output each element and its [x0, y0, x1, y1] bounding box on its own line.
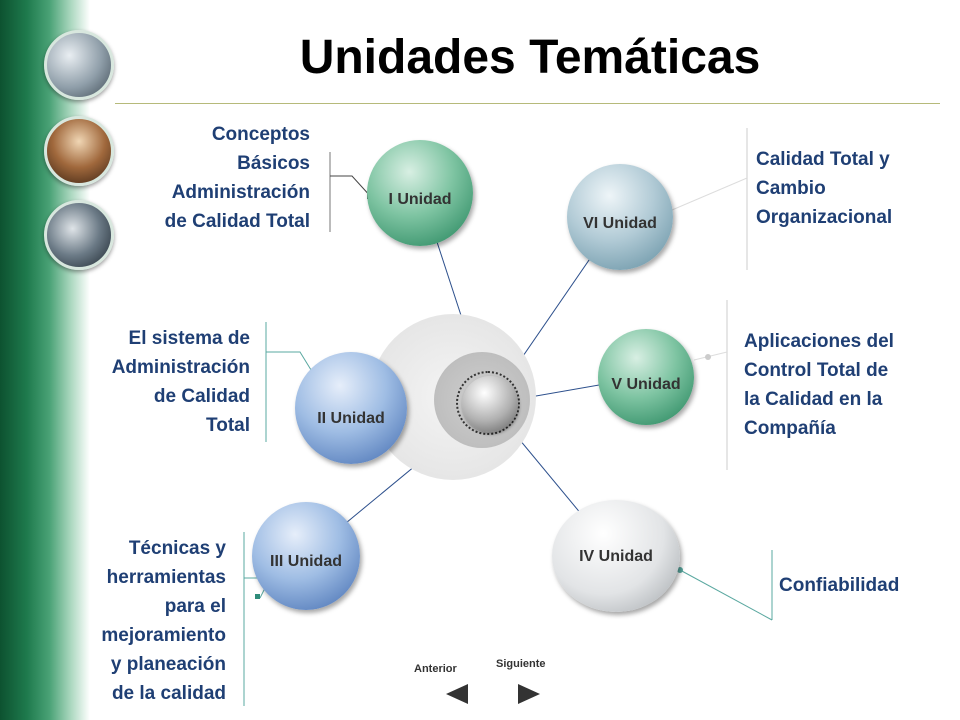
topic-line: de la calidad [111, 683, 226, 704]
title-divider [115, 103, 940, 104]
topic-line: Administración [111, 357, 250, 378]
next-label: Siguiente [496, 658, 546, 670]
page-title: Unidades Temáticas [299, 31, 761, 84]
topic-line: Administración [171, 182, 310, 203]
thumbnail-photo-1 [44, 30, 114, 100]
topic-line: para el [164, 596, 226, 617]
unit-3-label: III Unidad [270, 553, 342, 570]
unit-5-label: V Unidad [611, 376, 681, 393]
topic-line: Cambio [756, 178, 826, 199]
topic-line: Compañía [744, 418, 836, 439]
thumbnail-photo-3 [44, 200, 114, 270]
topic-line: de Calidad Total [164, 211, 310, 232]
unit-4-label: IV Unidad [579, 548, 653, 565]
prev-label: Anterior [414, 663, 457, 675]
unit-1-label: I Unidad [388, 191, 452, 208]
topic-line: Total [206, 415, 250, 436]
unit-6-label: VI Unidad [583, 215, 657, 232]
topic-unit-4: Confiabilidad [779, 571, 949, 600]
prev-arrow-icon[interactable] [446, 684, 468, 704]
unit-5-circle[interactable]: V Unidad [598, 329, 694, 425]
topic-line: Organizacional [756, 207, 893, 228]
topic-unit-2: El sistema de Administración de Calidad … [50, 324, 250, 440]
hub-sphere [462, 376, 518, 432]
thumbnail-photo-2 [44, 116, 114, 186]
next-arrow-icon[interactable] [518, 684, 540, 704]
topic-line: la Calidad en la [744, 389, 883, 410]
unit-2-circle[interactable]: II Unidad [295, 352, 407, 464]
topic-line: Técnicas y [128, 538, 226, 559]
topic-line: Básicos [237, 153, 310, 174]
topic-unit-5: Aplicaciones del Control Total de la Cal… [744, 327, 956, 443]
hub-ring [456, 371, 520, 435]
topic-line: de Calidad [153, 386, 250, 407]
topic-unit-6: Calidad Total y Cambio Organizacional [756, 145, 956, 232]
topic-line: y planeación [110, 654, 226, 675]
topic-unit-1: Conceptos Básicos Administración de Cali… [100, 120, 310, 236]
unit-4-circle[interactable]: IV Unidad [552, 500, 680, 612]
topic-line: Calidad Total y [756, 149, 890, 170]
unit-3-circle[interactable]: III Unidad [252, 502, 360, 610]
unit-1-circle[interactable]: I Unidad [367, 140, 473, 246]
unit-2-label: II Unidad [317, 410, 385, 427]
topic-line: Confiabilidad [779, 575, 900, 596]
topic-line: herramientas [106, 567, 226, 588]
topic-line: Conceptos [211, 124, 310, 145]
topic-unit-3: Técnicas y herramientas para el mejorami… [40, 534, 226, 708]
topic-line: El sistema de [128, 328, 250, 349]
topic-line: mejoramiento [101, 625, 226, 646]
topic-line: Control Total de [744, 360, 889, 381]
topic-line: Aplicaciones del [744, 331, 894, 352]
unit-6-circle[interactable]: VI Unidad [567, 164, 673, 270]
